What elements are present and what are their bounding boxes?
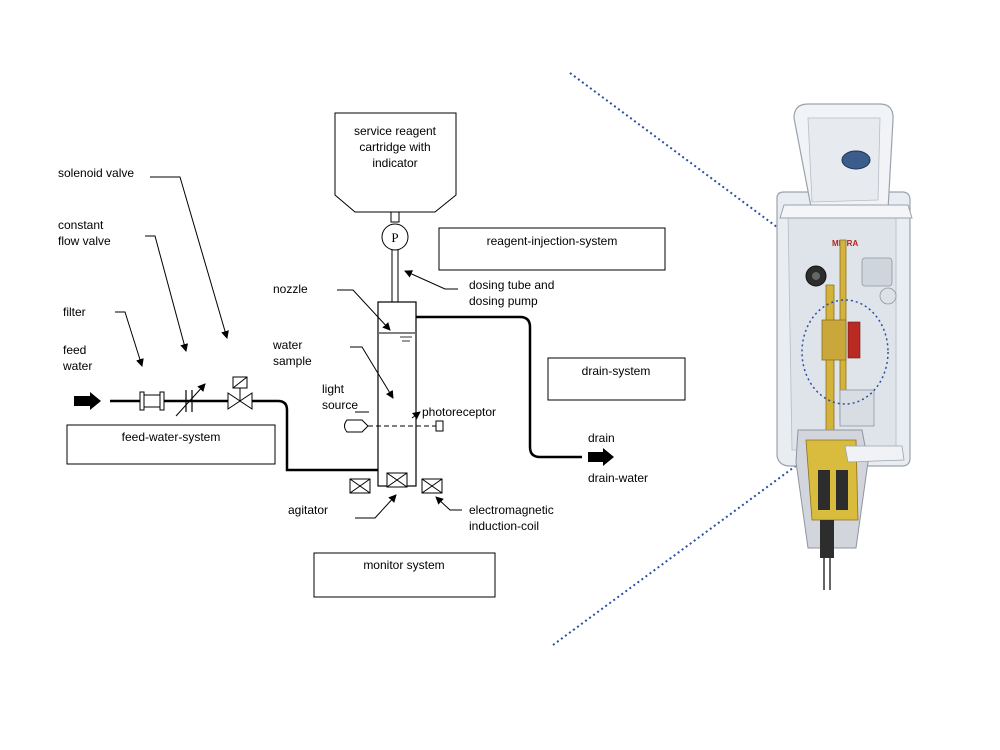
filter-leader — [115, 311, 144, 367]
light-source-symbol — [344, 419, 369, 433]
nozzle-label: nozzle — [273, 282, 308, 296]
agitator-box — [386, 472, 408, 488]
constant-flow-valve-symbol — [175, 383, 206, 417]
cartridge-window — [841, 150, 871, 170]
solenoid-leader — [150, 176, 229, 339]
feed-water-arrow — [74, 392, 101, 410]
reagent-cartridge: service reagent cartridge with indicator — [334, 112, 457, 213]
coil-label-line2: induction-coil — [469, 519, 539, 533]
nozzle-leader — [337, 289, 391, 331]
constant-flow-label-line1: constant — [58, 218, 104, 232]
measurement-cell — [368, 301, 436, 487]
drain-water-label: drain-water — [588, 471, 648, 485]
drain-line — [416, 315, 582, 459]
filter-symbol — [139, 391, 165, 411]
cartridge-label-line3: indicator — [372, 156, 417, 170]
feed-water-system-label: feed-water-system — [122, 430, 221, 444]
cartridge-label-line2: cartridge with — [359, 140, 430, 154]
feed-water-system-box: feed-water-system — [66, 424, 276, 465]
dosing-pump-symbol: P — [381, 223, 409, 251]
drain-system-label: drain-system — [582, 364, 651, 378]
photoreceptor-leader — [411, 411, 421, 420]
drain-system-box: drain-system — [547, 357, 686, 401]
monitor-system-label: monitor system — [363, 558, 444, 572]
light-source-label-line2: source — [322, 398, 358, 412]
dosing-label-line1: dosing tube and — [469, 278, 554, 292]
coil-leader — [435, 496, 462, 511]
light-source-label-line1: light — [322, 382, 345, 396]
feed-water-label-line1: feed — [63, 343, 86, 357]
agitator-boxes — [349, 472, 443, 494]
feed-water-label-line2: water — [62, 359, 92, 373]
coil-box-right — [421, 478, 443, 494]
pump-letter: P — [391, 230, 398, 245]
solenoid-valve-symbol — [227, 376, 253, 410]
water-sample-label-line1: water — [272, 338, 302, 352]
constant-flow-leader — [145, 235, 189, 352]
leader-lines — [115, 176, 462, 519]
water-sample-label-line2: sample — [273, 354, 312, 368]
reagent-injection-system-box: reagent-injection-system — [438, 227, 666, 271]
water-sample-leader — [350, 346, 394, 399]
cartridge-neck — [390, 211, 400, 223]
constant-flow-label-line2: flow valve — [58, 234, 111, 248]
filter-label: filter — [63, 305, 86, 319]
dosing-label-line2: dosing pump — [469, 294, 538, 308]
coil-label-line1: electromagnetic — [469, 503, 554, 517]
monitor-device-illustration: MIURA — [776, 103, 913, 590]
agitator-label: agitator — [288, 503, 328, 517]
drain-label: drain — [588, 431, 615, 445]
callout-line-bottom — [552, 447, 821, 646]
photoreceptor-label: photoreceptor — [422, 405, 496, 419]
feed-water-line — [110, 399, 378, 472]
monitor-system-box: monitor system — [313, 552, 496, 598]
coil-box-left — [349, 478, 371, 494]
solenoid-valve-label: solenoid valve — [58, 166, 134, 180]
reagent-injection-system-label: reagent-injection-system — [487, 234, 618, 248]
drain-arrow — [588, 448, 614, 466]
agitator-leader — [355, 494, 397, 519]
callout-dotted-lines — [552, 72, 833, 646]
photoreceptor-symbol — [435, 420, 444, 432]
dosing-leader — [404, 270, 458, 290]
highlight-circle — [801, 299, 889, 405]
cartridge-label-line1: service reagent — [354, 124, 437, 138]
